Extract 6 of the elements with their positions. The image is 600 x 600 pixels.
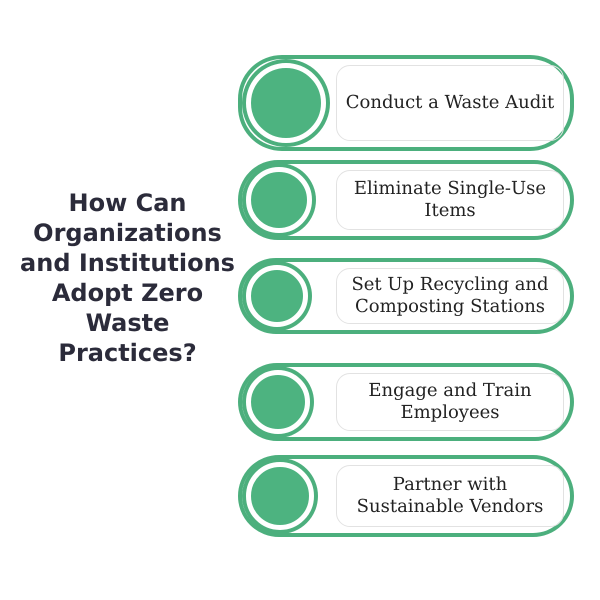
step-label: Conduct a Waste Audit [336,65,564,141]
step-label: Set Up Recycling and Composting Stations [336,268,564,324]
step-label: Engage and Train Employees [336,373,564,431]
step-label: Eliminate Single-Use Items [336,170,564,230]
title: How Can Organizations and Institutions Adopt Zero Waste Practices? [20,188,235,368]
step-label: Partner with Sustainable Vendors [336,465,564,527]
